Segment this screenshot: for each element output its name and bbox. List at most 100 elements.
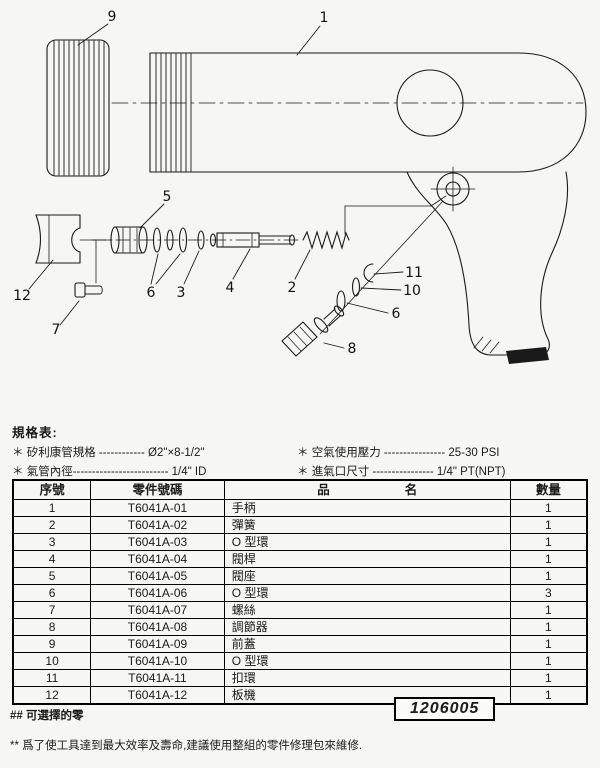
cell-part-qty: 1 [509,651,588,670]
cell-part-no: 10 [12,651,92,670]
cell-part-no: 1 [12,498,92,517]
cell-part-no: 9 [12,634,92,653]
col-header-no: 序號 [12,479,92,500]
cell-part-name: 扣環 [223,668,511,687]
table-row: 12 T6041A-12 板機 1 [12,685,588,704]
spec-section: 規格表: ＊ 矽利康管規格 ------------ Ø2"×8-1/2" ＊ … [12,422,590,479]
callout-part-6a: 6 [147,285,156,301]
retaining-clip-part [363,263,374,283]
cell-part-qty: 1 [509,566,588,585]
cell-part-qty: 3 [509,583,588,602]
callout-part-8: 8 [348,341,357,357]
callout-part-2: 2 [288,280,297,296]
cell-part-no: 7 [12,600,92,619]
cell-part-code: T6041A-11 [90,668,225,687]
callout-part-7: 7 [52,322,61,338]
callout-part-11: 11 [405,265,423,281]
cell-part-no: 3 [12,532,92,551]
cell-part-name: O 型環 [223,583,511,602]
spec-line-pressure: ＊ 空氣使用壓力 ---------------- 25-30 PSI [297,447,500,459]
maintenance-note: ** 爲了使工具達到最大效率及壽命,建議使用整組的零件修理包來維修. [10,740,363,752]
air-inlet-boss [430,166,476,212]
table-row: 3 T6041A-03 O 型環 1 [12,532,588,551]
callout-part-10: 10 [403,283,421,299]
spec-line-hose: ＊ 氣管內徑------------------------- 1/4" ID [12,466,207,478]
cell-part-code: T6041A-04 [90,549,225,568]
cell-part-no: 8 [12,617,92,636]
front-cap-part [46,39,110,177]
cell-part-code: T6041A-05 [90,566,225,585]
valve-seat-part [110,226,148,254]
cell-part-name: 手柄 [223,498,511,517]
cell-part-code: T6041A-08 [90,617,225,636]
cell-part-name: 閥桿 [223,549,511,568]
trigger-part [35,214,113,284]
spec-list: ＊ 矽利康管規格 ------------ Ø2"×8-1/2" ＊ 空氣使用壓… [12,444,590,479]
cell-part-code: T6041A-06 [90,583,225,602]
cell-part-name: O 型環 [223,651,511,670]
cell-part-qty: 1 [509,600,588,619]
document-code: 1206005 [394,697,496,721]
cell-part-name: 螺絲 [223,600,511,619]
o-ring-part-10 [351,277,361,297]
table-header-row: 序號 零件號碼 品 名 數量 [12,479,588,500]
spec-line-inlet: ＊ 進氣口尺寸 ---------------- 1/4" PT(NPT) [297,466,506,478]
cell-part-name: 調節器 [223,617,511,636]
cell-part-no: 11 [12,668,92,687]
cell-part-no: 4 [12,549,92,568]
optional-parts-note: ## 可選擇的零 [10,710,84,722]
cell-part-code: T6041A-01 [90,498,225,517]
cell-part-qty: 1 [509,532,588,551]
table-row: 7 T6041A-07 螺絲 1 [12,600,588,619]
table-row: 8 T6041A-08 調節器 1 [12,617,588,636]
table-row: 1 T6041A-01 手柄 1 [12,498,588,517]
cell-part-code: T6041A-09 [90,634,225,653]
table-row: 5 T6041A-05 閥座 1 [12,566,588,585]
exploded-diagram-svg: 9 1 5 6 3 4 2 11 10 6 8 12 7 [13,9,587,364]
leader-lines [28,23,404,349]
cell-part-qty: 1 [509,515,588,534]
cell-part-no: 2 [12,515,92,534]
cell-part-qty: 1 [509,668,588,687]
construction-lines [319,195,447,335]
spring-part [302,230,350,250]
callout-part-6b: 6 [392,306,401,322]
exploded-view-diagram: 9 1 5 6 3 4 2 11 10 6 8 12 7 [13,9,587,364]
cell-part-no: 6 [12,583,92,602]
cell-part-name: 閥座 [223,566,511,585]
spec-heading: 規格表: [12,426,58,440]
pistol-grip [406,171,569,364]
table-row: 11 T6041A-11 扣環 1 [12,668,588,687]
cell-part-name: O 型環 [223,532,511,551]
cell-part-name: 彈簧 [223,515,511,534]
screw-part [74,282,103,298]
cell-part-no: 5 [12,566,92,585]
callout-part-4: 4 [226,280,235,296]
col-header-code: 零件號碼 [90,479,225,500]
cell-part-no: 12 [12,685,92,704]
main-body-part [149,52,587,173]
callout-part-9: 9 [108,9,117,25]
cell-part-code: T6041A-02 [90,515,225,534]
regulator-part [281,305,345,357]
col-header-name: 品 名 [223,479,511,500]
table-row: 4 T6041A-04 閥桿 1 [12,549,588,568]
cell-part-qty: 1 [509,617,588,636]
cell-part-qty: 1 [509,498,588,517]
callout-part-12: 12 [13,288,31,304]
cell-part-qty: 1 [509,685,588,704]
callout-part-3: 3 [177,285,186,301]
table-row: 6 T6041A-06 O 型環 3 [12,583,588,602]
table-row: 2 T6041A-02 彈簧 1 [12,515,588,534]
parts-table: 序號 零件號碼 品 名 數量 1 T6041A-01 手柄 1 2 T6041A… [12,479,588,705]
callout-labels: 9 1 5 6 3 4 2 11 10 6 8 12 7 [13,9,423,357]
o-ring-part-3 [197,230,205,250]
spec-line-tube: ＊ 矽利康管規格 ------------ Ø2"×8-1/2" [12,447,205,459]
col-header-qty: 數量 [509,479,588,500]
table-row: 9 T6041A-09 前蓋 1 [12,634,588,653]
cell-part-code: T6041A-07 [90,600,225,619]
cell-part-code: T6041A-03 [90,532,225,551]
o-ring-part-6b [336,290,346,312]
cell-part-code: T6041A-12 [90,685,225,704]
